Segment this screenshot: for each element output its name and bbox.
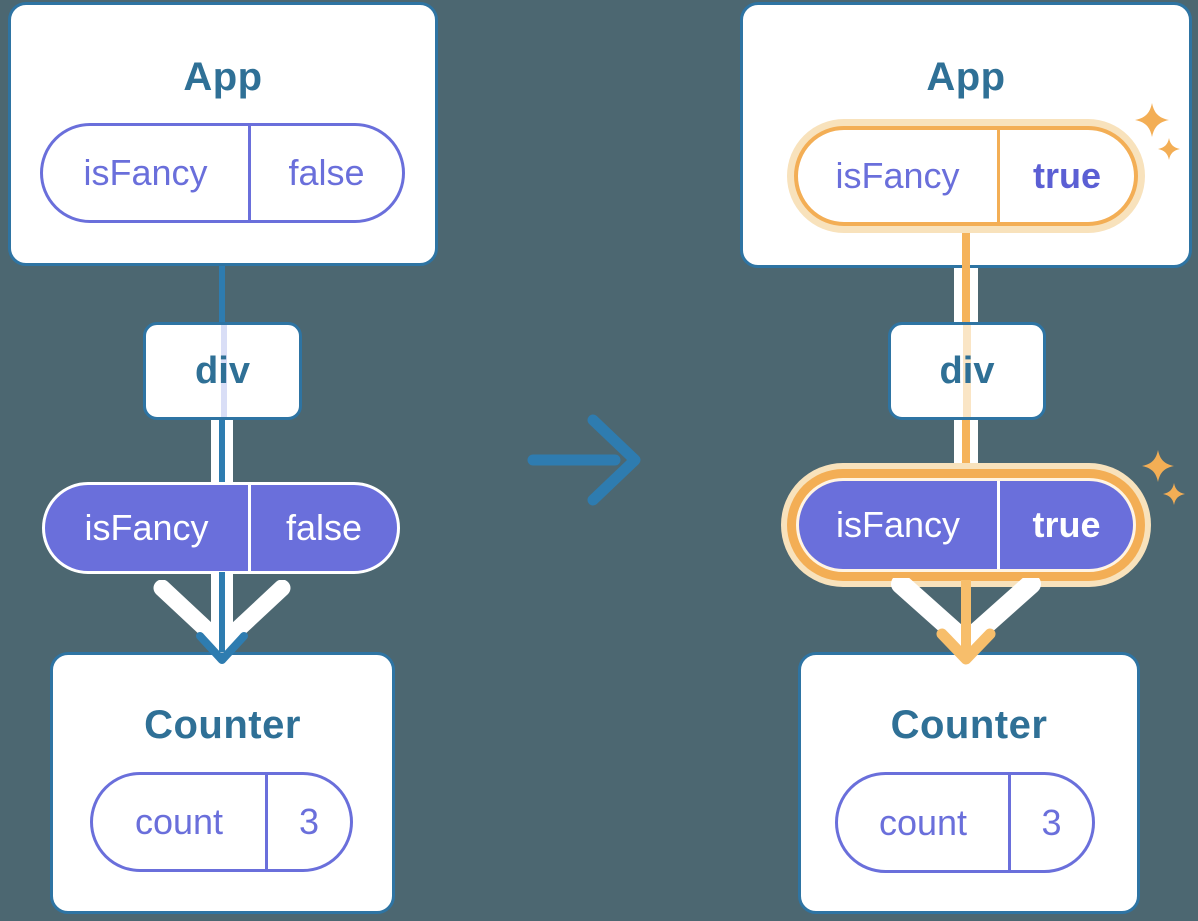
counter-title: Counter [890,703,1048,747]
div-node-label: div [939,349,995,392]
pill-divider [248,126,251,220]
prop-flow-line [225,418,233,484]
state-value-label: 3 [298,801,320,842]
counter-title: Counter [144,703,301,747]
sparkles-icon [1135,103,1180,160]
prop-name-label: isFancy [835,155,960,196]
div-node-label: div [195,349,250,392]
arrowhead-icon [936,628,996,665]
prop-flow-line [954,268,962,324]
passed-prop-pill-before: isFancy false [42,482,400,574]
prop-flow-line-highlight [962,418,970,468]
state-name-label: count [878,801,968,843]
prop-flow-line [219,418,225,484]
prop-flow-trace-line [963,325,971,417]
app-prop-pill-after: isFancy true [794,126,1138,226]
sparkles-icon [1142,450,1185,505]
prop-name-label: isFancy [83,152,208,193]
counter-state-pill-after: count 3 [835,772,1095,873]
pill-divider [248,485,251,571]
prop-value-label: false [285,507,363,548]
app-prop-pill-before: isFancy false [40,123,405,223]
arrowhead-icon [196,632,248,664]
state-name-label: count [134,801,224,842]
prop-flow-trace-line [221,325,227,417]
state-value-label: 3 [1041,801,1062,843]
flow-chevron-icon [153,580,291,653]
counter-state-pill-before: count 3 [90,772,353,872]
prop-flow-line-highlight [962,230,970,268]
prop-name-label: isFancy [84,507,209,548]
passed-prop-pill-after: isFancy true [796,478,1136,572]
pill-divider [997,130,1000,222]
prop-value-label: false [288,152,365,193]
prop-name-label: isFancy [835,504,961,545]
prop-flow-line [211,418,219,484]
prop-flow-line [970,418,978,468]
flow-chevron-icon [891,578,1041,652]
prop-flow-line [954,418,962,468]
prop-flow-line-highlight [961,580,971,652]
tree-connector-line [219,264,225,324]
prop-flow-line-highlight [962,268,970,324]
prop-value-label: true [1032,155,1101,196]
prop-flow-line [219,572,225,652]
pill-divider [265,775,268,869]
app-title: App [926,55,1006,99]
pill-divider [1008,775,1011,870]
transition-arrow-icon [527,414,641,506]
prop-flow-line [225,572,233,640]
div-node-before: div [143,322,302,420]
pill-divider [997,481,1000,569]
prop-flow-line [970,268,978,324]
prop-value-label: true [1032,504,1101,545]
app-title: App [183,55,263,99]
prop-flow-line [211,572,219,640]
div-node-after: div [888,322,1046,420]
